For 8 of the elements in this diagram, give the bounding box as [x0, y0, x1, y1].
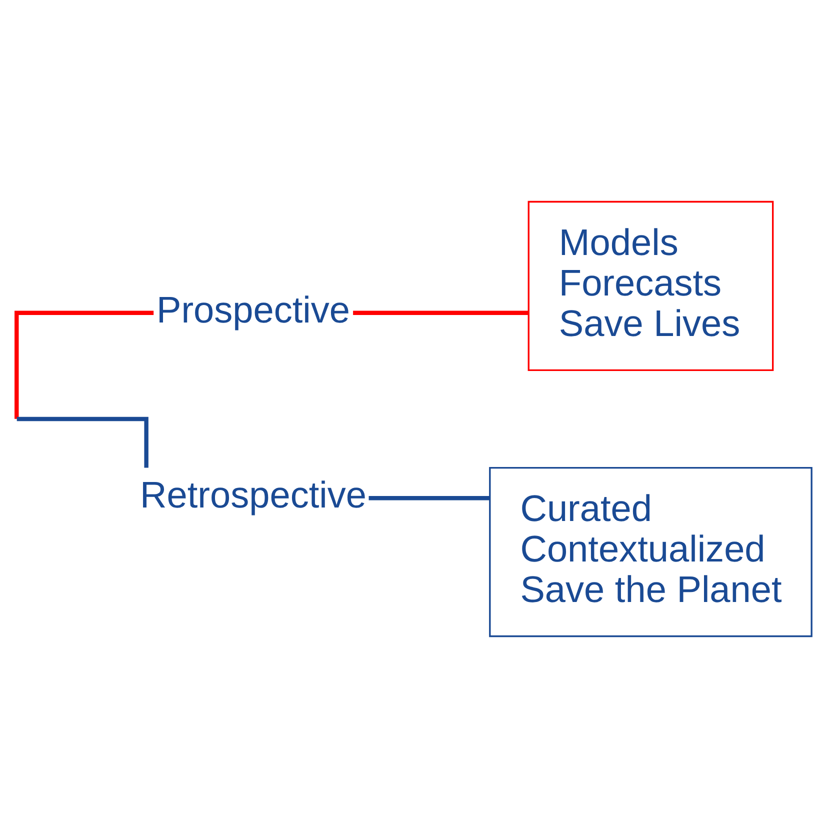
connector: [353, 310, 528, 315]
node-text: Retrospective: [140, 474, 367, 516]
node-text: Prospective: [156, 288, 350, 330]
connector: [16, 416, 148, 468]
node-box: Curated Contextualized Save the Planet: [489, 467, 812, 638]
node-box: Models Forecasts Save Lives: [528, 200, 774, 371]
connector: [368, 496, 490, 500]
connector: [14, 310, 154, 419]
